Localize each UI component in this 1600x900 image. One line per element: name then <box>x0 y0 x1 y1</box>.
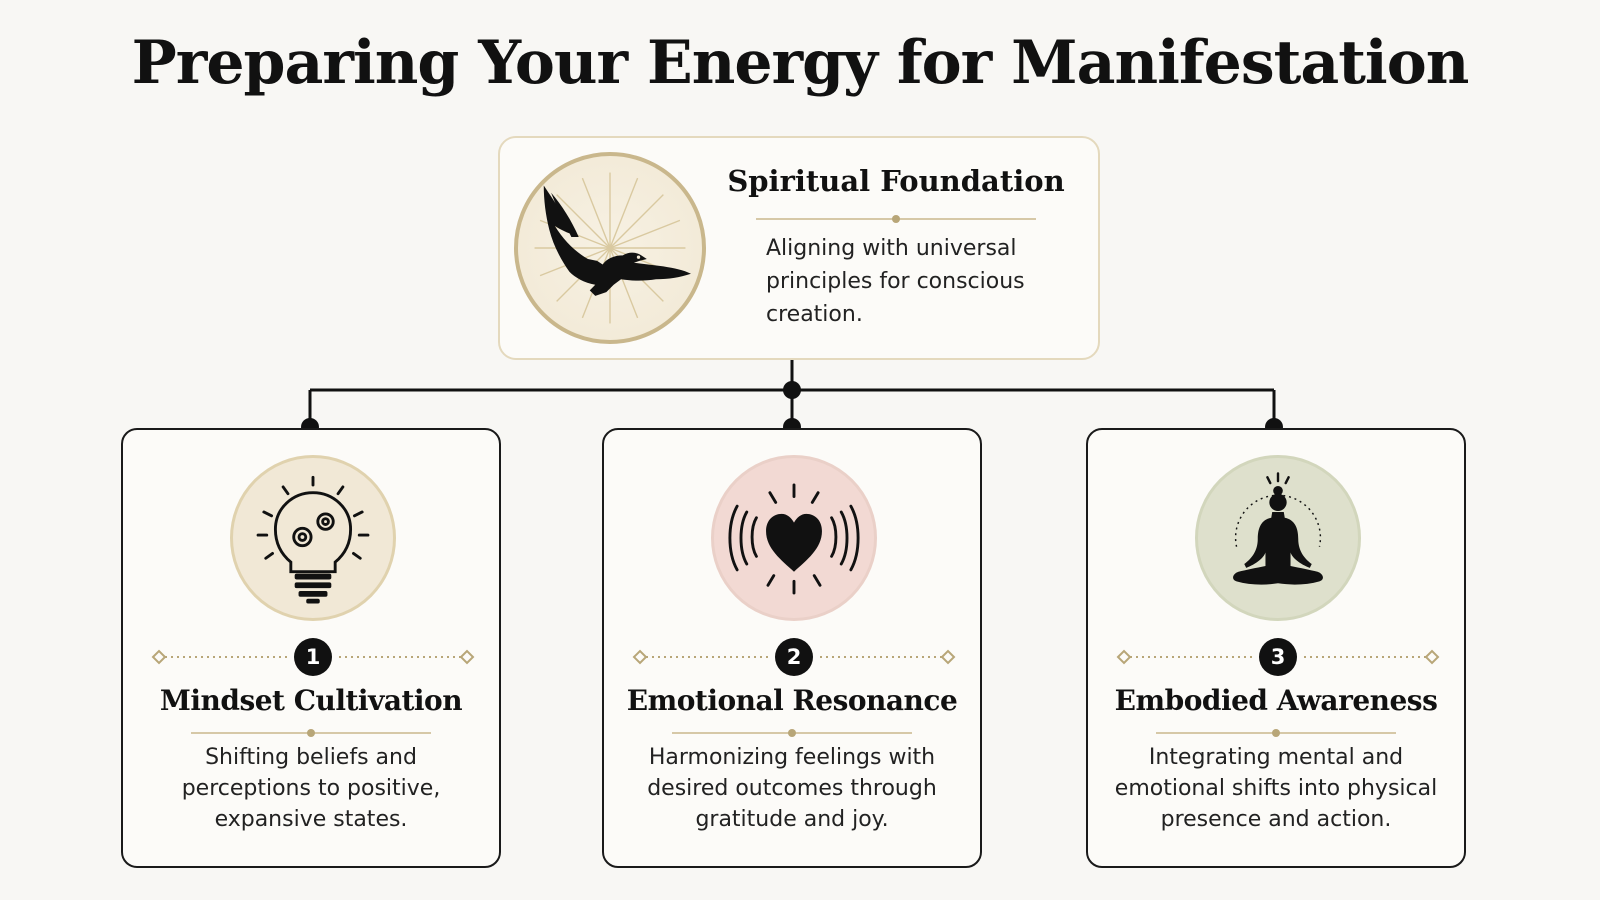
step-number-badge: 1 <box>294 638 332 676</box>
step-description: Integrating mental and emotional shifts … <box>1114 745 1438 832</box>
step-divider <box>672 729 912 737</box>
foundation-medallion <box>514 152 706 344</box>
step-number-row: 3 <box>1116 636 1440 678</box>
foundation-heading: Spiritual Foundation <box>727 164 1065 198</box>
ornament-divider <box>1116 649 1440 665</box>
heart-waves-icon <box>728 483 860 595</box>
body-icon-circle <box>1195 455 1361 621</box>
step-card-embodied: 3 Embodied Awareness Integrating mental … <box>1086 428 1466 868</box>
step-description: Shifting beliefs and perceptions to posi… <box>181 745 441 832</box>
meditation-figure-icon <box>1233 472 1323 585</box>
step-description: Harmonizing feelings with desired outcom… <box>647 745 937 832</box>
step-number-row: 1 <box>151 636 475 678</box>
foundation-description: Aligning with universal principles for c… <box>766 236 1025 327</box>
foundation-card: Spiritual Foundation Aligning with unive… <box>498 136 1100 360</box>
step-number-badge: 2 <box>775 638 813 676</box>
lightbulb-gears-icon <box>256 475 370 604</box>
step-card-emotional: 2 Emotional Resonance Harmonizing feelin… <box>602 428 982 868</box>
step-divider <box>1156 729 1396 737</box>
eagle-icon <box>534 172 691 324</box>
step-divider <box>191 729 431 737</box>
ornament-divider <box>632 649 956 665</box>
step-heading: Emotional Resonance <box>626 684 958 717</box>
step-heading: Mindset Cultivation <box>159 684 463 717</box>
mindset-icon-circle <box>230 455 396 621</box>
emotion-icon-circle <box>711 455 877 621</box>
step-card-mindset: 1 Mindset Cultivation Shifting beliefs a… <box>121 428 501 868</box>
step-number-row: 2 <box>632 636 956 678</box>
ornament-divider <box>151 649 475 665</box>
step-heading: Embodied Awareness <box>1114 684 1438 717</box>
page-title: Preparing Your Energy for Manifestation <box>131 28 1470 98</box>
step-number-badge: 3 <box>1259 638 1297 676</box>
foundation-divider <box>756 215 1036 223</box>
